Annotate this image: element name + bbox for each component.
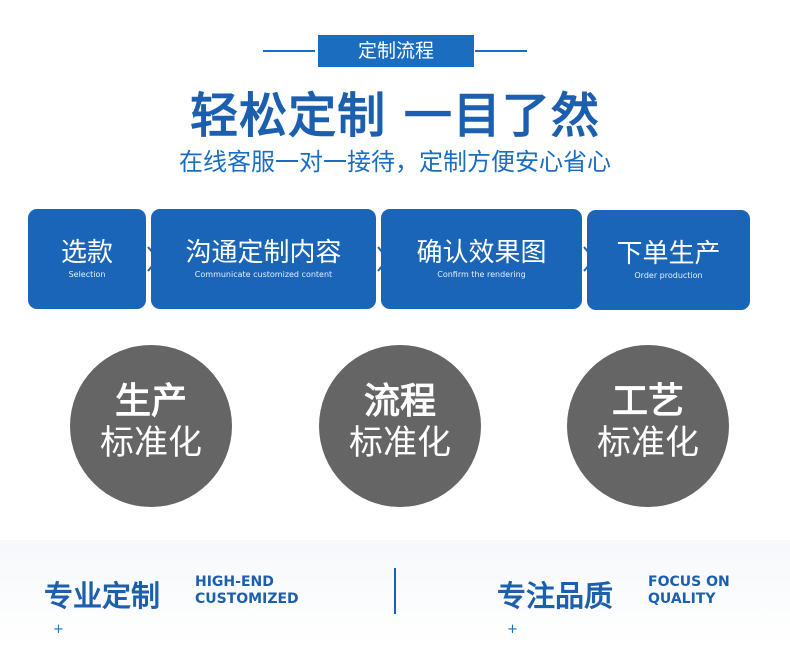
tag-line-left bbox=[263, 50, 315, 52]
footer-right-en-line1: FOCUS ON bbox=[648, 574, 730, 590]
circle-production-standard: 生产 标准化 bbox=[70, 345, 232, 507]
circle-subtitle: 标准化 bbox=[349, 423, 451, 463]
plus-icon: + bbox=[507, 622, 518, 637]
tag-line-right bbox=[475, 50, 527, 52]
circle-process-standard: 流程 标准化 bbox=[319, 345, 481, 507]
circle-title: 工艺 bbox=[611, 381, 684, 422]
circle-subtitle: 标准化 bbox=[100, 423, 202, 463]
step-subtitle: Confirm the rendering bbox=[437, 270, 526, 279]
circle-title: 生产 bbox=[114, 381, 187, 422]
step-subtitle: Communicate customized content bbox=[194, 270, 333, 279]
footer-divider bbox=[394, 568, 396, 614]
process-tag: 定制流程 bbox=[318, 35, 474, 67]
circle-craft-standard: 工艺 标准化 bbox=[567, 345, 729, 507]
footer-left-en-line1: HIGH-END bbox=[195, 574, 274, 590]
step-title: 下单生产 bbox=[616, 239, 721, 269]
footer-right-english: FOCUS ON QUALITY bbox=[648, 574, 730, 608]
footer-left-english: HIGH-END CUSTOMIZED bbox=[195, 574, 299, 608]
circle-subtitle: 标准化 bbox=[597, 423, 699, 463]
circle-title: 流程 bbox=[363, 381, 436, 422]
step-title: 沟通定制内容 bbox=[185, 238, 342, 268]
process-steps: 选款 Selection 沟通定制内容 Communicate customiz… bbox=[0, 209, 790, 310]
step-title: 确认效果图 bbox=[416, 238, 547, 268]
step-communicate: 沟通定制内容 Communicate customized content bbox=[151, 209, 376, 309]
step-selection: 选款 Selection bbox=[28, 209, 146, 309]
step-subtitle: Selection bbox=[68, 270, 106, 279]
plus-icon: + bbox=[53, 622, 64, 637]
process-tag-row: 定制流程 bbox=[0, 35, 790, 67]
footer-banner: 专业定制 HIGH-END CUSTOMIZED 专注品质 FOCUS ON Q… bbox=[0, 540, 790, 648]
step-order-production: 下单生产 Order production bbox=[587, 210, 750, 310]
footer-left-en-line2: CUSTOMIZED bbox=[195, 591, 299, 607]
step-confirm-rendering: 确认效果图 Confirm the rendering bbox=[381, 209, 582, 309]
footer-left-title: 专业定制 bbox=[44, 579, 161, 613]
step-subtitle: Order production bbox=[634, 271, 703, 280]
footer-right-en-line2: QUALITY bbox=[648, 591, 716, 607]
page-subhead: 在线客服一对一接待，定制方便安心省心 bbox=[179, 148, 611, 176]
footer-right-title: 专注品质 bbox=[497, 579, 614, 613]
step-title: 选款 bbox=[60, 238, 113, 268]
page-headline: 轻松定制 一目了然 bbox=[190, 88, 600, 144]
